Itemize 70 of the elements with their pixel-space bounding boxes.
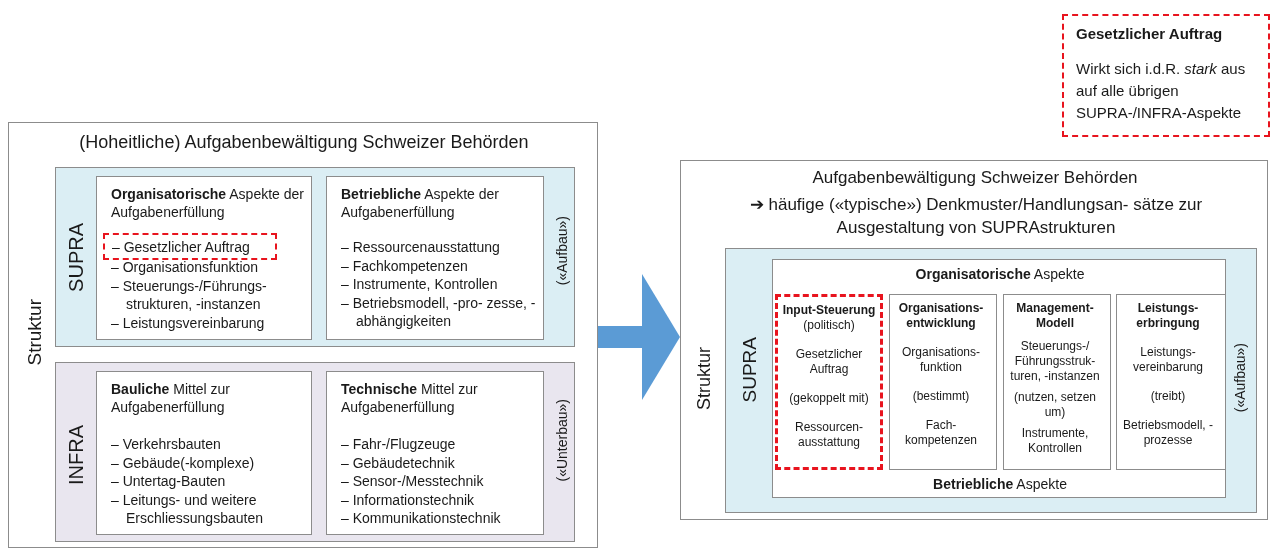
box-heading: Organisatorische Aspekte der Aufgabenerfüllung — [111, 185, 305, 221]
column-text: Input-Steuerung — [781, 303, 877, 318]
column-text: Leistungs- erbringung — [1135, 301, 1201, 331]
aspect-box — [96, 371, 312, 535]
diagram-panel — [680, 160, 1268, 520]
note-text: Wirkt sich i.d.R. stark aus auf alle übrigen SUPRA-/INFRA-Aspekte — [1076, 59, 1247, 123]
column-text: (bestimmt) — [911, 389, 971, 404]
column-text: Ressourcen- ausstattung — [794, 420, 864, 450]
list-item: – Fachkompetenzen — [341, 256, 469, 275]
list-item: – Steuerungs-/Führungs- strukturen, -instanzen — [111, 276, 268, 314]
vertical-label: Struktur — [693, 347, 715, 411]
column-text: Steuerungs-/ Führungsstruk- turen, -instanzen — [1009, 339, 1101, 384]
infra-band — [55, 362, 575, 542]
list-item: – Untertag-Bauten — [111, 472, 227, 491]
diagram-panel — [8, 122, 598, 548]
panel-title: (Hoheitliche) Aufgabenbewältigung Schweizer Behörden — [78, 131, 530, 154]
column-text: Leistungs- vereinbarung — [1131, 345, 1205, 375]
note-heading: Gesetzlicher Auftrag — [1076, 24, 1224, 43]
panel-subtitle: ➔ häufige («typische») Denkmuster/Handlungsan- sätze zur Ausgestaltung von SUPRAstrukturen — [748, 194, 1204, 239]
column-text: Fach- kompetenzen — [903, 418, 978, 448]
band-note: («Aufbau») — [1231, 343, 1249, 413]
band-label: INFRA — [64, 425, 88, 485]
column-box — [1003, 294, 1111, 470]
column-text: Organisations- entwicklung — [897, 301, 985, 331]
panel-title: Aufgabenbewältigung Schweizer Behörden — [811, 167, 1139, 188]
vertical-label: Struktur — [23, 299, 46, 366]
box-heading: Betriebliche Aspekte der Aufgabenerfüllung — [341, 185, 500, 221]
list-item: – Organisationsfunktion — [111, 258, 260, 277]
column-text: Organisations- funktion — [900, 345, 981, 375]
list-item: – Leitungs- und weitere Erschliessungsbauten — [111, 490, 264, 528]
list-item: – Gebäude(-komplexe) — [111, 453, 256, 472]
list-item: – Sensor-/Messtechnik — [341, 472, 485, 491]
box-heading: Technische Mittel zur Aufgabenerfüllung — [341, 380, 479, 416]
column-text: Betriebsmodell, -prozesse — [1121, 418, 1214, 448]
column-text: (gekoppelt mit) — [788, 391, 870, 406]
list-item: – Fahr-/Flugzeuge — [341, 435, 457, 454]
column-text: Management- Modell — [1015, 301, 1095, 331]
column-box — [889, 294, 997, 470]
column-box — [775, 294, 883, 470]
list-item: – Kommunikationstechnik — [341, 509, 502, 528]
band-note: («Unterbau») — [553, 399, 571, 482]
band-note: («Aufbau») — [553, 216, 571, 286]
list-item: – Leistungsvereinbarung — [111, 313, 266, 332]
list-item: – Informationstechnik — [341, 490, 476, 509]
column-text: (treibt) — [1149, 389, 1187, 404]
list-item: – Verkehrsbauten — [111, 435, 222, 454]
note-box — [1062, 14, 1270, 137]
highlight-box — [103, 233, 277, 260]
section-heading: Organisatorische Aspekte — [914, 265, 1086, 283]
arrow — [598, 274, 680, 400]
column-text: (politisch) — [802, 318, 856, 333]
column-text: Gesetzlicher Auftrag — [794, 347, 864, 377]
aspect-box — [326, 371, 544, 535]
column-text: Instrumente, Kontrollen — [1020, 426, 1090, 456]
aspect-box — [326, 176, 544, 340]
list-item: – Ressourcenausstattung — [341, 238, 501, 257]
box-heading: Bauliche Mittel zur Aufgabenerfüllung — [111, 380, 232, 416]
list-item: – Instrumente, Kontrollen — [341, 275, 499, 294]
aspects-box — [772, 259, 1226, 498]
list-item: – Betriebsmodell, -pro- zesse, -abhängigkeiten — [341, 293, 537, 331]
supra-band — [725, 248, 1257, 513]
band-label: SUPRA — [738, 337, 761, 403]
column-text: (nutzen, setzen um) — [1012, 390, 1098, 420]
section-heading: Betriebliche Aspekte — [932, 475, 1068, 493]
column-box — [1116, 294, 1226, 470]
band-label: SUPRA — [64, 223, 88, 292]
aspect-box — [96, 176, 312, 340]
list-item: – Gebäudetechnik — [341, 453, 456, 472]
list-item: – Gesetzlicher Auftrag — [112, 238, 251, 256]
supra-band — [55, 167, 575, 347]
